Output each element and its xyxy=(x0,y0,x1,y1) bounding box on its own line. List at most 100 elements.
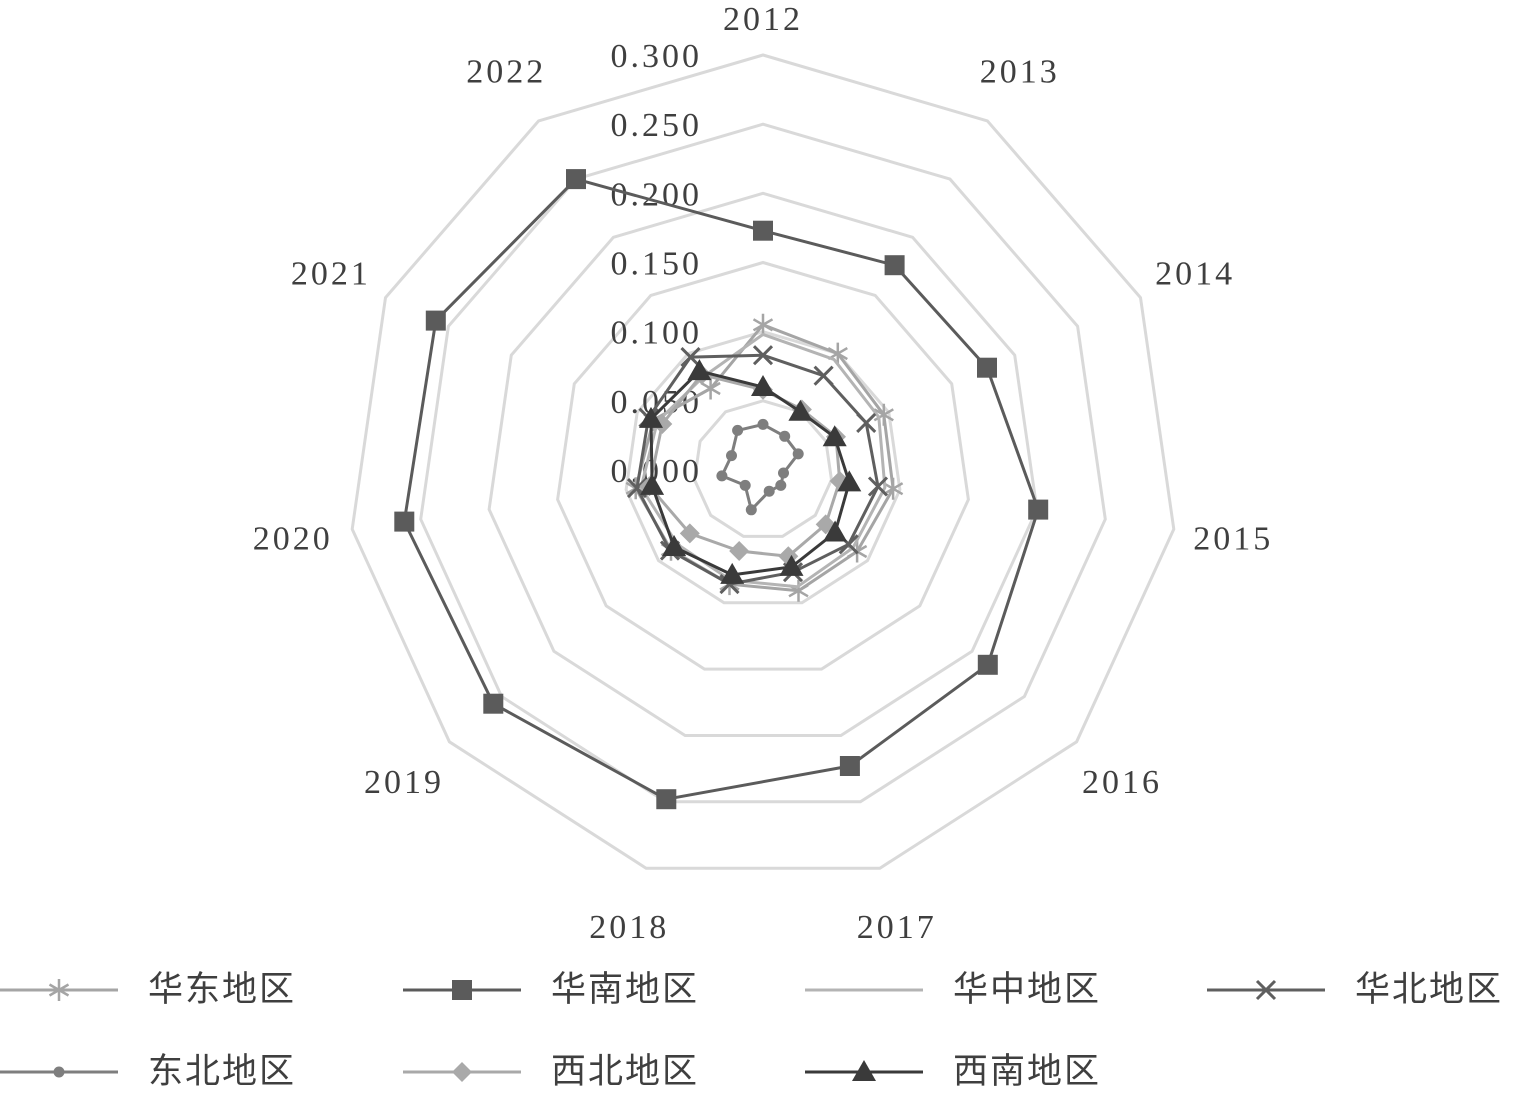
legend-item-5: 东北地区 xyxy=(0,1052,296,1092)
legend-item-7: 西南地区 xyxy=(805,1052,1101,1092)
grid-ring xyxy=(692,399,834,538)
series-7-point-2019 xyxy=(662,535,687,556)
grid-rings xyxy=(350,53,1176,870)
legend-swatch xyxy=(805,1060,923,1081)
series-3-line xyxy=(639,332,887,589)
legend-marker xyxy=(1255,979,1277,1001)
legend-swatch xyxy=(805,988,923,992)
category-label-2022: 2022 xyxy=(466,53,546,90)
series-5 xyxy=(716,418,804,516)
radial-tick-label: 0.150 xyxy=(611,246,703,283)
series-2-point-2017 xyxy=(839,756,860,776)
legend-item-6: 西北地区 xyxy=(403,1052,699,1092)
legend-label: 东北地区 xyxy=(148,1052,297,1091)
radial-tick-label: 0.100 xyxy=(611,315,703,352)
series-2-point-2020 xyxy=(394,511,415,532)
category-label-2013: 2013 xyxy=(980,53,1060,90)
series-5-point-2016 xyxy=(775,479,787,491)
category-label-2014: 2014 xyxy=(1155,256,1235,293)
series-5-point-2022 xyxy=(732,424,744,436)
series-4-point-2012 xyxy=(752,345,774,366)
series-4-point-2014 xyxy=(856,412,877,433)
series-5-point-2013 xyxy=(779,430,791,442)
category-label-2020: 2020 xyxy=(253,521,333,558)
series-2-point-2015 xyxy=(1028,499,1049,520)
series-4-point-2015 xyxy=(867,476,889,497)
grid-ring xyxy=(419,122,1107,804)
category-label-2016: 2016 xyxy=(1082,764,1162,801)
legend-marker xyxy=(48,979,70,1001)
category-label-2018: 2018 xyxy=(589,909,669,946)
series-7-point-2018 xyxy=(720,562,745,584)
series-7-point-2014 xyxy=(822,425,847,447)
legend-item-3: 华中地区 xyxy=(805,970,1101,1010)
series-7-point-2016 xyxy=(823,520,848,542)
series-5-point-2015 xyxy=(778,467,789,479)
radial-tick-label: 0.200 xyxy=(611,176,703,213)
radar-chart: 0.0000.0500.1000.1500.2000.2500.30020122… xyxy=(253,1,1273,946)
series-5-point-2018 xyxy=(745,504,757,516)
legend-item-4: 华北地区 xyxy=(1207,970,1503,1010)
legend-marker xyxy=(452,980,472,1000)
category-labels: 2012 2013 2014 2015 2016 2017 2018 2019 2020 2021… xyxy=(253,1,1273,946)
series-7-line xyxy=(649,369,851,577)
legend-item-1: 华东地区 xyxy=(0,970,296,1010)
series-4-point-2013 xyxy=(813,365,834,386)
series-7-point-2017 xyxy=(779,554,804,576)
legend-swatch xyxy=(1207,979,1325,1001)
series-7-point-2022 xyxy=(687,359,712,381)
legend-label: 华中地区 xyxy=(953,970,1102,1009)
series-2 xyxy=(394,169,1049,810)
grid-ring xyxy=(624,330,902,605)
legend-item-2: 华南地区 xyxy=(403,970,699,1010)
series-2-point-2013 xyxy=(884,255,905,276)
legend-label: 华南地区 xyxy=(551,970,700,1009)
series-5-point-2014 xyxy=(792,448,804,460)
series-3 xyxy=(639,332,887,589)
category-label-2017: 2017 xyxy=(857,909,937,946)
legend-label: 西南地区 xyxy=(953,1052,1102,1091)
legend-label: 西北地区 xyxy=(551,1052,700,1091)
grid-ring xyxy=(487,191,1039,737)
series-4-point-2022 xyxy=(680,347,701,368)
series-5-point-2012 xyxy=(757,418,769,430)
series-1-point-2015 xyxy=(882,477,904,500)
series-7-point-2021 xyxy=(639,406,663,428)
series-5-point-2017 xyxy=(763,485,775,497)
radial-tick-label: 0.250 xyxy=(611,107,703,144)
series-7 xyxy=(639,359,862,584)
radial-tick-label: 0.300 xyxy=(611,38,703,75)
series-2-point-2014 xyxy=(977,357,997,378)
series-2-point-2016 xyxy=(977,654,998,675)
category-label-2021: 2021 xyxy=(291,256,371,293)
category-label-2019: 2019 xyxy=(364,764,444,801)
series-6-point-2019 xyxy=(679,523,700,544)
legend-swatch xyxy=(403,1062,521,1082)
series-2-point-2018 xyxy=(656,789,677,810)
series-2-point-2021 xyxy=(425,310,446,331)
grid-ring xyxy=(350,53,1176,870)
series-5-point-2019 xyxy=(739,479,751,491)
series-1-point-2012 xyxy=(752,313,774,336)
legend-marker xyxy=(53,1066,65,1078)
series-7-point-2012 xyxy=(751,375,775,396)
legend-swatch xyxy=(0,979,118,1001)
series-2-point-2022 xyxy=(566,169,586,190)
category-label-2012: 2012 xyxy=(723,1,803,38)
legend-marker xyxy=(852,1060,876,1081)
series-2-point-2012 xyxy=(753,220,773,241)
category-label-2015: 2015 xyxy=(1193,521,1273,558)
series-2-line xyxy=(402,177,1040,801)
series-5-point-2021 xyxy=(726,450,737,462)
series-7-point-2020 xyxy=(640,473,665,495)
legend-label: 华北地区 xyxy=(1355,970,1504,1009)
legend-swatch xyxy=(0,1066,118,1078)
series-5-point-2020 xyxy=(716,470,728,482)
series-1-point-2022 xyxy=(700,377,721,400)
series-2-point-2019 xyxy=(483,693,504,714)
series-7-point-2015 xyxy=(837,470,862,492)
series-7-point-2013 xyxy=(788,399,813,421)
legend-label: 华东地区 xyxy=(148,970,297,1009)
legend-marker xyxy=(452,1062,472,1082)
